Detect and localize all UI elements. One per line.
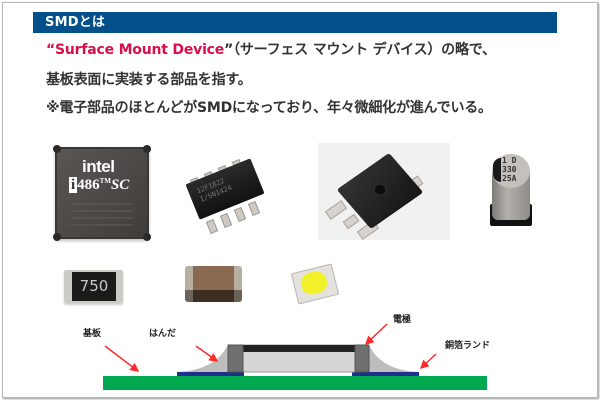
section-title: SMDとは [45,15,106,30]
chip-corner-pin [143,233,151,241]
electrode-left [227,344,244,373]
electrode-right [354,344,370,373]
chip-capacitor-image [185,266,242,302]
smd-led-image [290,263,340,305]
copper-land-left [177,372,244,376]
pcb-board [103,376,487,390]
open-quote: “ [46,42,56,58]
ic-pin [219,212,233,229]
chip-corner-pin [143,145,151,153]
resistor-marking: 750 [79,277,109,295]
intro-line-1-rest: （サーフェス マウント デバイス）の略で、 [233,42,496,58]
section-header-bar: SMDとは [33,12,557,33]
chip-corner-pin [53,145,61,153]
chip-fine-print [71,203,133,231]
ic-pin [247,200,261,217]
dpak-transistor-image [318,143,450,240]
smd-cross-section-diagram: 基板 はんだ 電極 銅箔ランド [0,310,600,400]
dpak-mark-dot [369,180,391,199]
chip-resistor-image: 750 [64,270,123,303]
intro-line-2: 基板表面に実装する部品を指す。 [46,72,252,88]
chip-corner-pin [53,233,61,241]
dpak-lead [324,200,348,220]
capacitor-polarity-mark [493,158,501,182]
cross-section-svg [103,323,487,390]
resistor-body: 750 [72,272,116,301]
label-copper-land: 銅箔ランド [445,341,491,351]
arrow-copper-land [419,353,437,370]
ic-pin [205,218,219,235]
chip-capacitor-shadow [185,290,242,302]
intel-logo-text: intel [82,157,115,176]
close-quote: ” [224,42,234,58]
label-electrode: 電極 [393,315,412,325]
component-top-layer [243,345,355,352]
dpak-lead [342,213,360,230]
arrow-electrode [364,323,388,346]
smd-term: Surface Mount Device [55,42,225,58]
label-solder: はんだ [149,329,177,339]
ic-pin [233,206,247,223]
copper-land-right [352,372,419,376]
label-board: 基板 [83,329,102,339]
arrow-solder [195,345,219,362]
arrow-board [104,345,140,372]
solder-fillet-right [355,345,418,372]
intro-line-1: “Surface Mount Device”（サーフェス マウント デバイス）の… [46,41,496,59]
intro-line-3-note: ※電子部品のほとんどがSMDになっており、年々微細化が進んでいる。 [46,100,492,116]
